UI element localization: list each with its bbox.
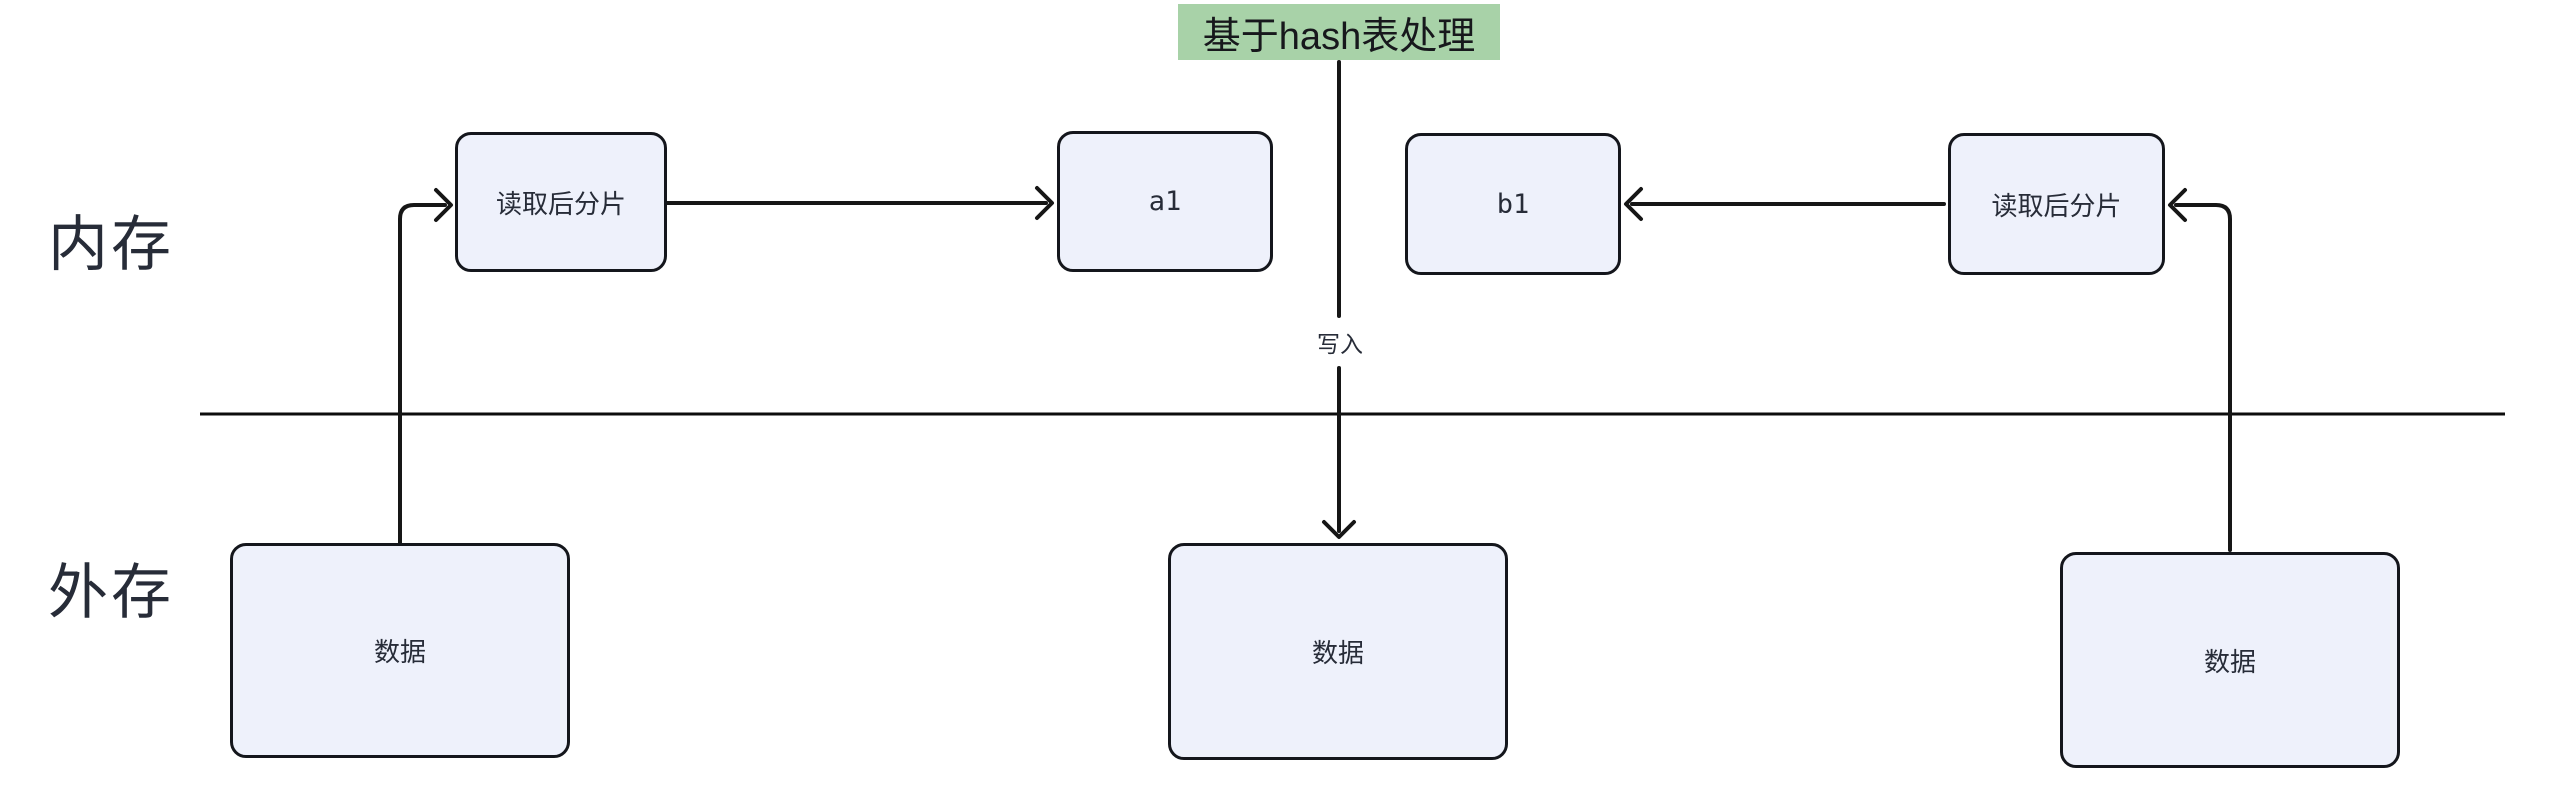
node-b1: b1 [1405,133,1621,275]
node-data-left: 数据 [230,543,570,758]
node-a1: a1 [1057,131,1273,272]
node-label: 数据 [1311,638,1364,668]
node-label: b1 [1496,188,1530,220]
arrow-data-right-to-read-shard-right [2168,188,2232,552]
arrow-data-left-to-read-shard-left [398,188,453,547]
arrowhead-left-icon [1624,187,1643,221]
node-read-shard-right: 读取后分片 [1948,133,2165,275]
node-label: 读取后分片 [1991,190,2122,221]
diagram-title: 基于hash表处理 [1178,4,1500,60]
node-label: 读取后分片 [495,188,626,219]
edge-label-write: 写入 [1296,324,1384,360]
arrowhead-left-icon [2168,188,2187,222]
arrowhead-right-icon [434,188,453,222]
node-label: a1 [1148,186,1182,217]
node-data-right: 数据 [2060,552,2400,768]
arrow-title-to-data-middle [1322,60,1356,539]
arrow-read-shard-right-to-b1 [1624,187,1946,221]
region-label-memory: 内存 [48,211,174,278]
arrowhead-right-icon [1035,186,1054,220]
node-label: 数据 [2203,646,2256,677]
arrow-line [398,203,447,547]
node-label: 数据 [373,637,426,667]
region-label-external-storage: 外存 [48,559,174,626]
arrow-line [2174,203,2232,552]
arrow-read-shard-left-to-a1 [665,186,1054,220]
node-data-middle: 数据 [1168,543,1508,760]
arrowhead-down-icon [1322,520,1356,539]
node-read-shard-left: 读取后分片 [455,132,667,272]
